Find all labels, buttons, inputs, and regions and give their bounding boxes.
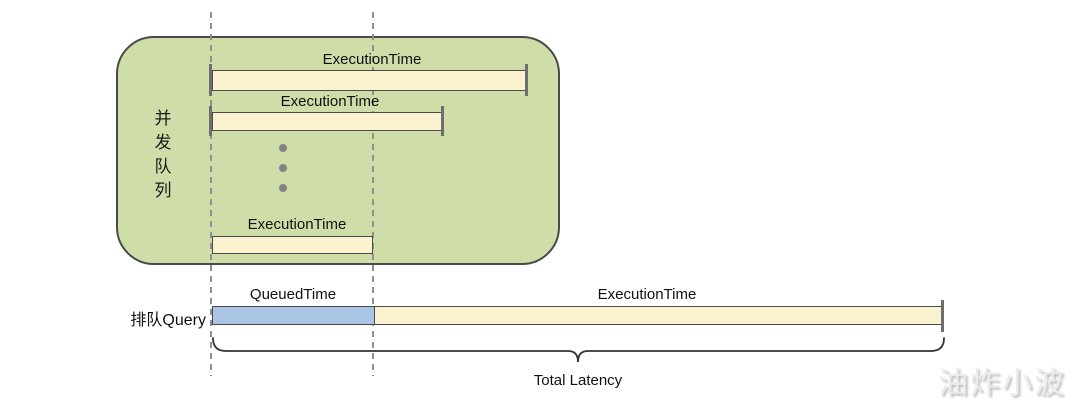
execution-bar-1-left-endcap	[209, 64, 212, 96]
queued-time-label: QueuedTime	[249, 286, 337, 303]
dashed-guideline-left	[210, 12, 212, 376]
ellipsis-dot	[279, 184, 287, 192]
total-latency-label: Total Latency	[533, 372, 623, 389]
bottom-bar-right-endcap	[941, 300, 944, 332]
watermark-text: 油炸小波	[938, 367, 1066, 400]
execution-bar-3	[212, 236, 373, 254]
execution-bar-3-label: ExecutionTime	[247, 216, 347, 233]
total-latency-brace	[212, 337, 945, 363]
bottom-execution-bar	[374, 306, 943, 325]
execution-bar-1-label: ExecutionTime	[322, 51, 422, 68]
ellipsis-dot	[279, 164, 287, 172]
queued-query-row-label: 排队Query	[130, 312, 206, 329]
ellipsis-dot	[279, 144, 287, 152]
bottom-execution-label: ExecutionTime	[597, 286, 697, 303]
execution-bar-1	[212, 70, 527, 91]
execution-bar-2-left-endcap	[209, 106, 212, 136]
execution-bar-2-label: ExecutionTime	[280, 93, 380, 110]
queued-time-bar	[212, 306, 376, 325]
execution-bar-2	[212, 112, 443, 131]
dashed-guideline-right	[372, 12, 374, 376]
execution-bar-2-right-endcap	[441, 106, 444, 136]
concurrent-queue-label: 并发队列	[154, 109, 172, 200]
execution-bar-1-right-endcap	[525, 64, 528, 96]
